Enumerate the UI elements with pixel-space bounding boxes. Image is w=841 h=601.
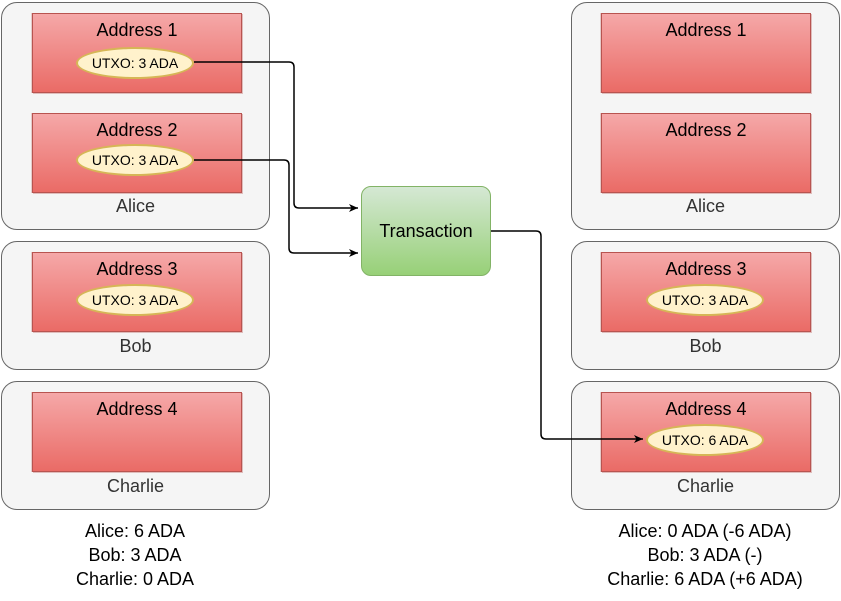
balance-bob: Bob: 3 ADA: [88, 545, 182, 565]
owner-label: Alice: [685, 196, 725, 216]
balance-alice: Alice: 6 ADA: [84, 521, 186, 541]
address-1-after: Address 1: [601, 13, 811, 93]
address-title: Address 4: [665, 399, 747, 419]
owner-label: Charlie: [106, 476, 165, 496]
owner-label: Alice: [115, 196, 155, 216]
address-title: Address 3: [665, 259, 747, 279]
balances-after: Alice: 0 ADA (-6 ADA) Bob: 3 ADA (-) Cha…: [580, 519, 830, 591]
address-title: Address 2: [665, 120, 747, 140]
alice-wallet-before: Address 1 Address 2 Alice: [1, 2, 270, 230]
owner-label: Bob: [689, 336, 722, 356]
balance-alice: Alice: 0 ADA (-6 ADA): [618, 521, 792, 541]
balance-charlie: Charlie: 6 ADA (+6 ADA): [607, 569, 803, 589]
utxo-address-1-before: UTXO: 3 ADA: [76, 47, 194, 79]
utxo-address-2-before: UTXO: 3 ADA: [76, 144, 194, 176]
alice-wallet-after: Address 1 Address 2 Alice: [571, 2, 840, 230]
address-title: Address 4: [96, 399, 178, 419]
utxo-address-3-before: UTXO: 3 ADA: [76, 284, 194, 316]
address-title: Address 1: [96, 20, 178, 40]
owner-label: Bob: [119, 336, 152, 356]
address-title: Address 3: [96, 259, 178, 279]
edge-transaction-to-utxo4: [491, 230, 643, 443]
transaction-node: Transaction: [361, 186, 491, 276]
edge-utxo1-to-transaction: [194, 61, 358, 212]
balance-bob: Bob: 3 ADA (-): [647, 545, 763, 565]
bob-wallet-before: Address 3 Bob: [1, 241, 270, 370]
address-2-after: Address 2: [601, 113, 811, 193]
address-title: Address 1: [665, 20, 747, 40]
balances-before: Alice: 6 ADA Bob: 3 ADA Charlie: 0 ADA: [40, 519, 230, 591]
address-3-before: Address 3: [32, 252, 242, 332]
address-title: Address 2: [96, 120, 178, 140]
owner-label: Charlie: [676, 476, 735, 496]
utxo-address-3-after: UTXO: 3 ADA: [646, 284, 764, 316]
charlie-wallet-before: Address 4 Charlie: [1, 381, 270, 510]
balance-charlie: Charlie: 0 ADA: [75, 569, 195, 589]
utxo-address-4-after: UTXO: 6 ADA: [646, 424, 764, 456]
address-4-before: Address 4: [32, 392, 242, 472]
edge-utxo2-to-transaction: [194, 159, 358, 257]
